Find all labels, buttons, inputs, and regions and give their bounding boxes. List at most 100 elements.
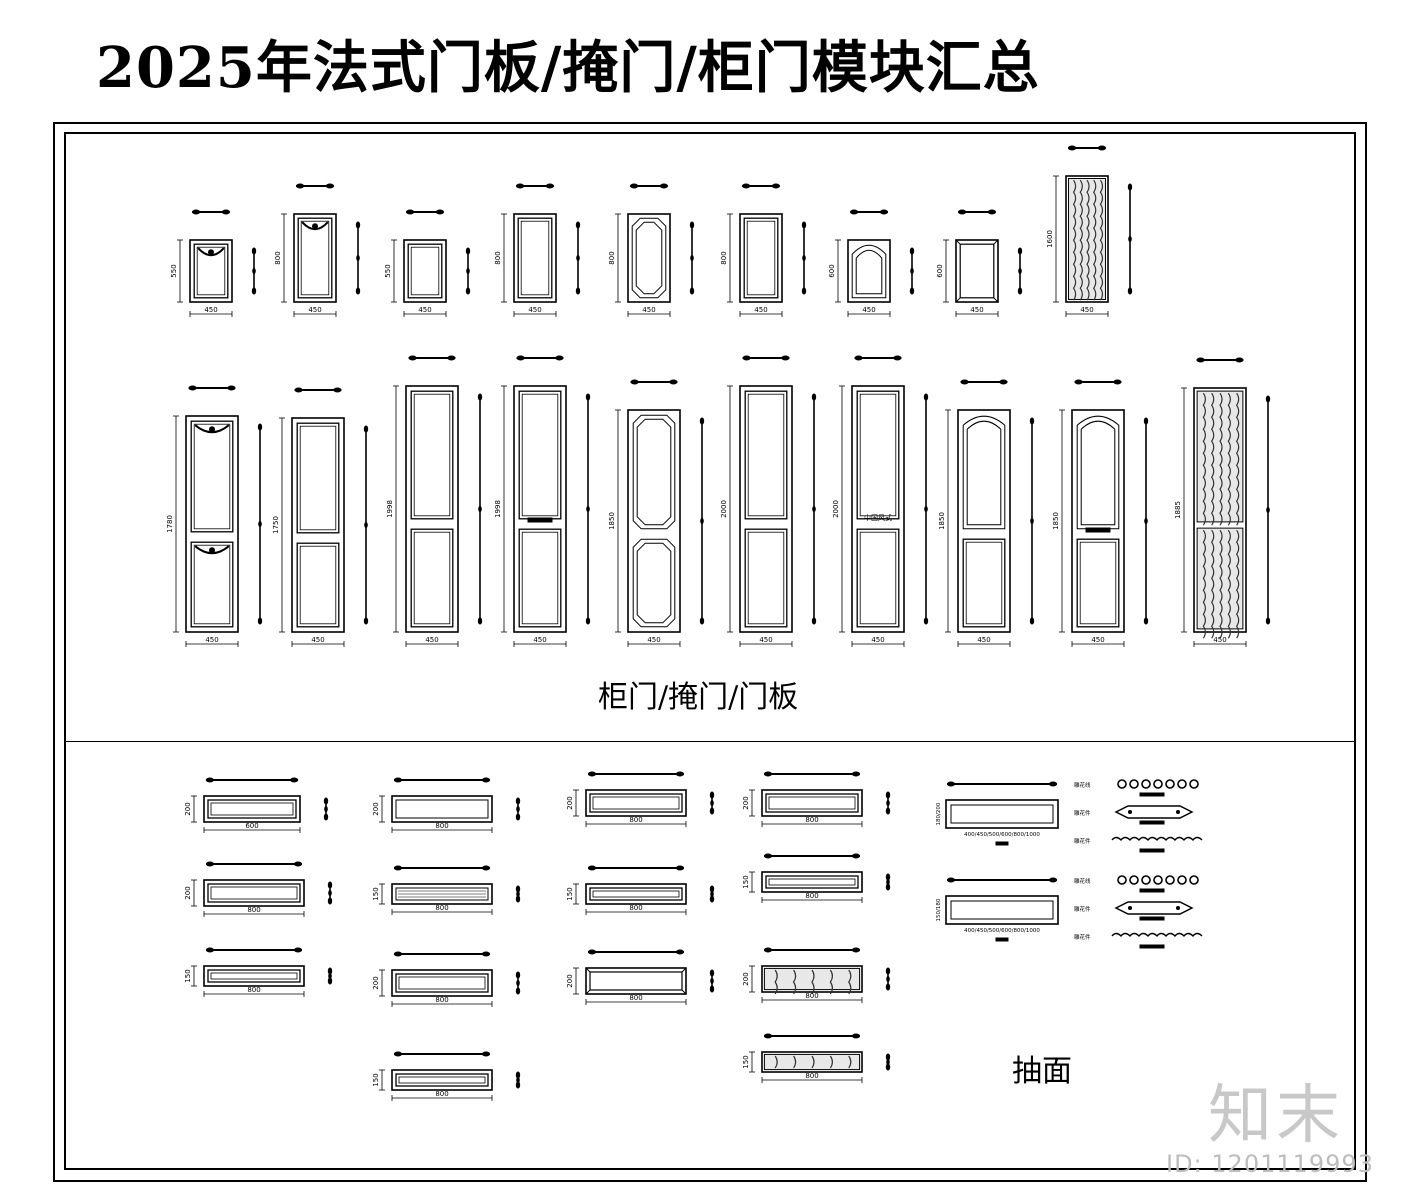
height-dimension: 150 <box>372 887 380 900</box>
width-dimension: 450 <box>528 306 541 314</box>
spec-height: 180/200 <box>936 802 942 825</box>
drawer-front: 800 200 <box>566 771 715 827</box>
ornament-label: 雕花线 <box>1074 781 1091 789</box>
width-dimension: 800 <box>805 892 818 900</box>
outer-frame <box>53 122 1367 1182</box>
height-dimension: 2000 <box>832 500 840 518</box>
cabinet-door: 450 800 <box>274 183 361 317</box>
cabinet-door: 450 550 <box>170 209 257 317</box>
drawer-front: 800 150 <box>566 865 715 915</box>
width-dimension: 450 <box>970 306 983 314</box>
width-dimension: 800 <box>629 994 642 1002</box>
width-dimension: 450 <box>204 306 217 314</box>
width-dimension: 450 <box>647 636 660 644</box>
height-dimension: 800 <box>494 251 502 264</box>
ornament-label: 雕花件 <box>1074 933 1091 941</box>
drawer-front: 800 200 <box>372 777 521 833</box>
ornament-label: 雕花件 <box>1074 837 1091 845</box>
height-dimension: 200 <box>566 974 574 987</box>
height-dimension: 1780 <box>166 515 174 533</box>
width-dimension: 450 <box>1080 306 1093 314</box>
drawer-front: 800 150 <box>372 1051 521 1101</box>
height-dimension: 800 <box>608 251 616 264</box>
width-dimension: 450 <box>418 306 431 314</box>
cabinet-door: 450 1600 <box>1046 145 1133 317</box>
cabinet-door: 450 800 <box>494 183 581 317</box>
height-dimension: 1885 <box>1174 501 1182 519</box>
width-dimension: 800 <box>247 906 260 914</box>
width-dimension: 450 <box>425 636 438 644</box>
width-dimension: 800 <box>435 1090 448 1098</box>
width-dimension: 800 <box>629 904 642 912</box>
height-dimension: 200 <box>372 802 380 815</box>
height-dimension: 550 <box>170 264 178 277</box>
height-dimension: 1850 <box>1052 512 1060 530</box>
cabinet-section-label: 柜门/掩门/门板 <box>598 680 799 715</box>
width-dimension: 450 <box>977 636 990 644</box>
height-dimension: 1998 <box>386 500 394 518</box>
ornament-label: 雕花件 <box>1074 809 1091 817</box>
cabinet-door: 450 1750 <box>272 387 369 647</box>
drawer-front: 800 200 <box>372 951 521 1007</box>
spec-height: 150/180 <box>936 898 942 921</box>
height-dimension: 200 <box>372 976 380 989</box>
width-dimension: 800 <box>805 816 818 824</box>
width-dimension: 600 <box>245 822 258 830</box>
width-dimension: 450 <box>308 306 321 314</box>
watermark-logo: 知末 <box>1208 1079 1344 1153</box>
width-dimension: 450 <box>311 636 324 644</box>
cabinet-door: 450 800 <box>720 183 807 317</box>
width-dimension: 800 <box>435 822 448 830</box>
height-dimension: 1850 <box>608 512 616 530</box>
drawer-section-label: 抽面 <box>1012 1054 1072 1089</box>
height-dimension: 200 <box>566 796 574 809</box>
cabinet-door: 450 1885 <box>1174 357 1271 647</box>
door-inner-label: 中国风式 <box>864 513 892 522</box>
width-dimension: 450 <box>533 636 546 644</box>
height-dimension: 150 <box>372 1073 380 1086</box>
width-dimension: 800 <box>629 816 642 824</box>
width-dimension: 450 <box>759 636 772 644</box>
drawer-front: 800 200 <box>184 861 333 917</box>
cabinet-door: 450 550 <box>384 209 471 317</box>
width-dimension: 800 <box>247 986 260 994</box>
height-dimension: 150 <box>184 969 192 982</box>
height-dimension: 150 <box>566 887 574 900</box>
ornament-label: 雕花件 <box>1074 905 1091 913</box>
width-dimension: 450 <box>1091 636 1104 644</box>
cabinet-door: 450 1850 <box>938 379 1035 647</box>
drawer-front: 800 150 <box>184 947 333 997</box>
spec-width: 400/450/500/600/800/1000 <box>964 928 1040 934</box>
height-dimension: 1850 <box>938 512 946 530</box>
width-dimension: 450 <box>642 306 655 314</box>
width-dimension: 450 <box>205 636 218 644</box>
width-dimension: 800 <box>435 996 448 1004</box>
cabinet-door: 450 1850 <box>608 379 705 647</box>
section-divider <box>64 741 1354 742</box>
height-dimension: 1600 <box>1046 230 1054 248</box>
cabinet-door: 450 1850 <box>1052 379 1149 647</box>
height-dimension: 800 <box>720 251 728 264</box>
width-dimension: 450 <box>1213 636 1226 644</box>
height-dimension: 800 <box>274 251 282 264</box>
width-dimension: 450 <box>754 306 767 314</box>
height-dimension: 150 <box>742 1055 750 1068</box>
ornament-label: 雕花线 <box>1074 877 1091 885</box>
height-dimension: 200 <box>184 886 192 899</box>
height-dimension: 1750 <box>272 516 280 534</box>
width-dimension: 450 <box>862 306 875 314</box>
drawer-front: 800 200 <box>566 949 715 1005</box>
height-dimension: 550 <box>384 264 392 277</box>
cabinet-door: 450 1998 <box>386 355 483 647</box>
width-dimension: 800 <box>805 1072 818 1080</box>
cabinet-door: 450 1780 <box>166 385 263 647</box>
inner-frame <box>64 132 1356 1170</box>
